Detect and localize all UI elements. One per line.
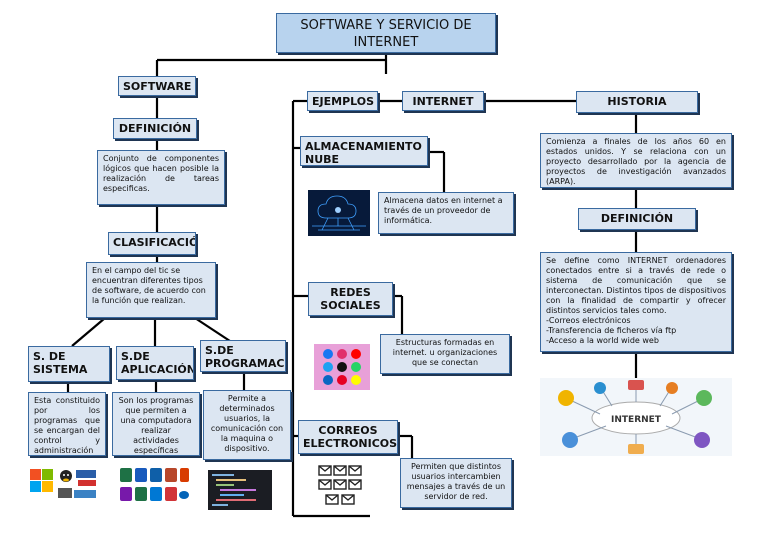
clasificacion-node: CLASIFICACIÓN xyxy=(108,232,196,255)
internet-definicion-line-3: -Acceso a la world wide web xyxy=(546,336,659,345)
almacenamiento-node: ALMACENAMIENTO NUBE xyxy=(300,136,428,166)
internet-definicion-text-box: Se define como INTERNET ordenadores cone… xyxy=(540,252,732,352)
internet-definicion-line-0: Se define como INTERNET ordenadores cone… xyxy=(546,256,726,315)
software-definicion-text: Conjunto de componentes lógicos que hace… xyxy=(103,154,219,193)
office-apps-icons-image xyxy=(118,466,190,504)
redes-label: REDES SOCIALES xyxy=(320,286,381,312)
software-definicion-label: DEFINICIÓN xyxy=(118,122,192,135)
internet-network-image: INTERNET xyxy=(540,378,732,456)
ejemplos-label: EJEMPLOS xyxy=(312,95,375,108)
redes-text: Estructuras formadas en internet. u orga… xyxy=(392,338,498,367)
sistema-label: S. DE SISTEMA xyxy=(33,350,88,376)
ejemplos-node: EJEMPLOS xyxy=(307,91,378,111)
software-node: SOFTWARE xyxy=(118,76,196,96)
historia-label: HISTORIA xyxy=(607,95,667,108)
historia-text-box: Comienza a finales de los años 60 en est… xyxy=(540,133,732,188)
clasificacion-label: CLASIFICACIÓN xyxy=(113,236,195,249)
cloud-storage-image xyxy=(308,190,370,236)
historia-node: HISTORIA xyxy=(576,91,698,113)
internet-definicion-label: DEFINICIÓN xyxy=(600,212,674,225)
main-title: SOFTWARE Y SERVICIO DE INTERNET xyxy=(276,13,496,53)
email-icons-image xyxy=(316,462,364,510)
historia-text: Comienza a finales de los años 60 en est… xyxy=(546,137,726,186)
programacion-text: Permite a determinados usuarios, la comu… xyxy=(210,394,284,453)
system-software-logos-image xyxy=(28,466,100,502)
clasificacion-text: En el campo del tic se encuentran difere… xyxy=(92,266,206,305)
sistema-node: S. DE SISTEMA xyxy=(28,346,110,382)
aplicacion-label: S.DE APLICACIÓN xyxy=(121,350,194,376)
main-title-text: SOFTWARE Y SERVICIO DE INTERNET xyxy=(300,18,472,50)
software-label: SOFTWARE xyxy=(123,80,192,93)
internet-definicion-line-1: -Correos electrónicos xyxy=(546,316,631,325)
software-definicion-node: DEFINICIÓN xyxy=(113,118,197,139)
correos-text: Permiten que distintos usuarios intercam… xyxy=(406,462,506,501)
correos-node: CORREOS ELECTRONICOS xyxy=(298,420,398,454)
redes-text-box: Estructuras formadas en internet. u orga… xyxy=(380,334,510,374)
redes-node: REDES SOCIALES xyxy=(308,282,393,316)
aplicacion-node: S.DE APLICACIÓN xyxy=(116,346,194,380)
programacion-node: S.DE PROGRAMACIÓN xyxy=(200,340,286,372)
internet-definicion-line-2: -Transferencia de ficheros vía ftp xyxy=(546,326,677,335)
almacenamiento-label: ALMACENAMIENTO NUBE xyxy=(305,140,422,166)
clasificacion-text-box: En el campo del tic se encuentran difere… xyxy=(86,262,216,318)
internet-image-word: INTERNET xyxy=(611,415,662,425)
code-editor-image xyxy=(208,470,272,510)
programacion-text-box: Permite a determinados usuarios, la comu… xyxy=(203,390,291,460)
connector-line xyxy=(71,317,106,347)
almacenamiento-text: Almacena datos en internet a través de u… xyxy=(384,196,503,225)
internet-label: INTERNET xyxy=(412,95,474,108)
internet-definicion-node: DEFINICIÓN xyxy=(578,208,696,230)
internet-node: INTERNET xyxy=(402,91,484,111)
almacenamiento-text-box: Almacena datos en internet a través de u… xyxy=(378,192,514,234)
aplicacion-text-box: Son los programas que permiten a una com… xyxy=(112,392,200,456)
correos-text-box: Permiten que distintos usuarios intercam… xyxy=(400,458,512,508)
programacion-label: S.DE PROGRAMACIÓN xyxy=(205,344,285,370)
sistema-text: Esta constituido por los programas que s… xyxy=(34,396,100,455)
aplicacion-text: Son los programas que permiten a una com… xyxy=(118,396,194,455)
sistema-text-box: Esta constituido por los programas que s… xyxy=(28,392,106,456)
correos-label: CORREOS ELECTRONICOS xyxy=(303,424,398,450)
social-media-icons-image xyxy=(314,344,370,390)
software-definicion-text-box: Conjunto de componentes lógicos que hace… xyxy=(97,150,225,205)
